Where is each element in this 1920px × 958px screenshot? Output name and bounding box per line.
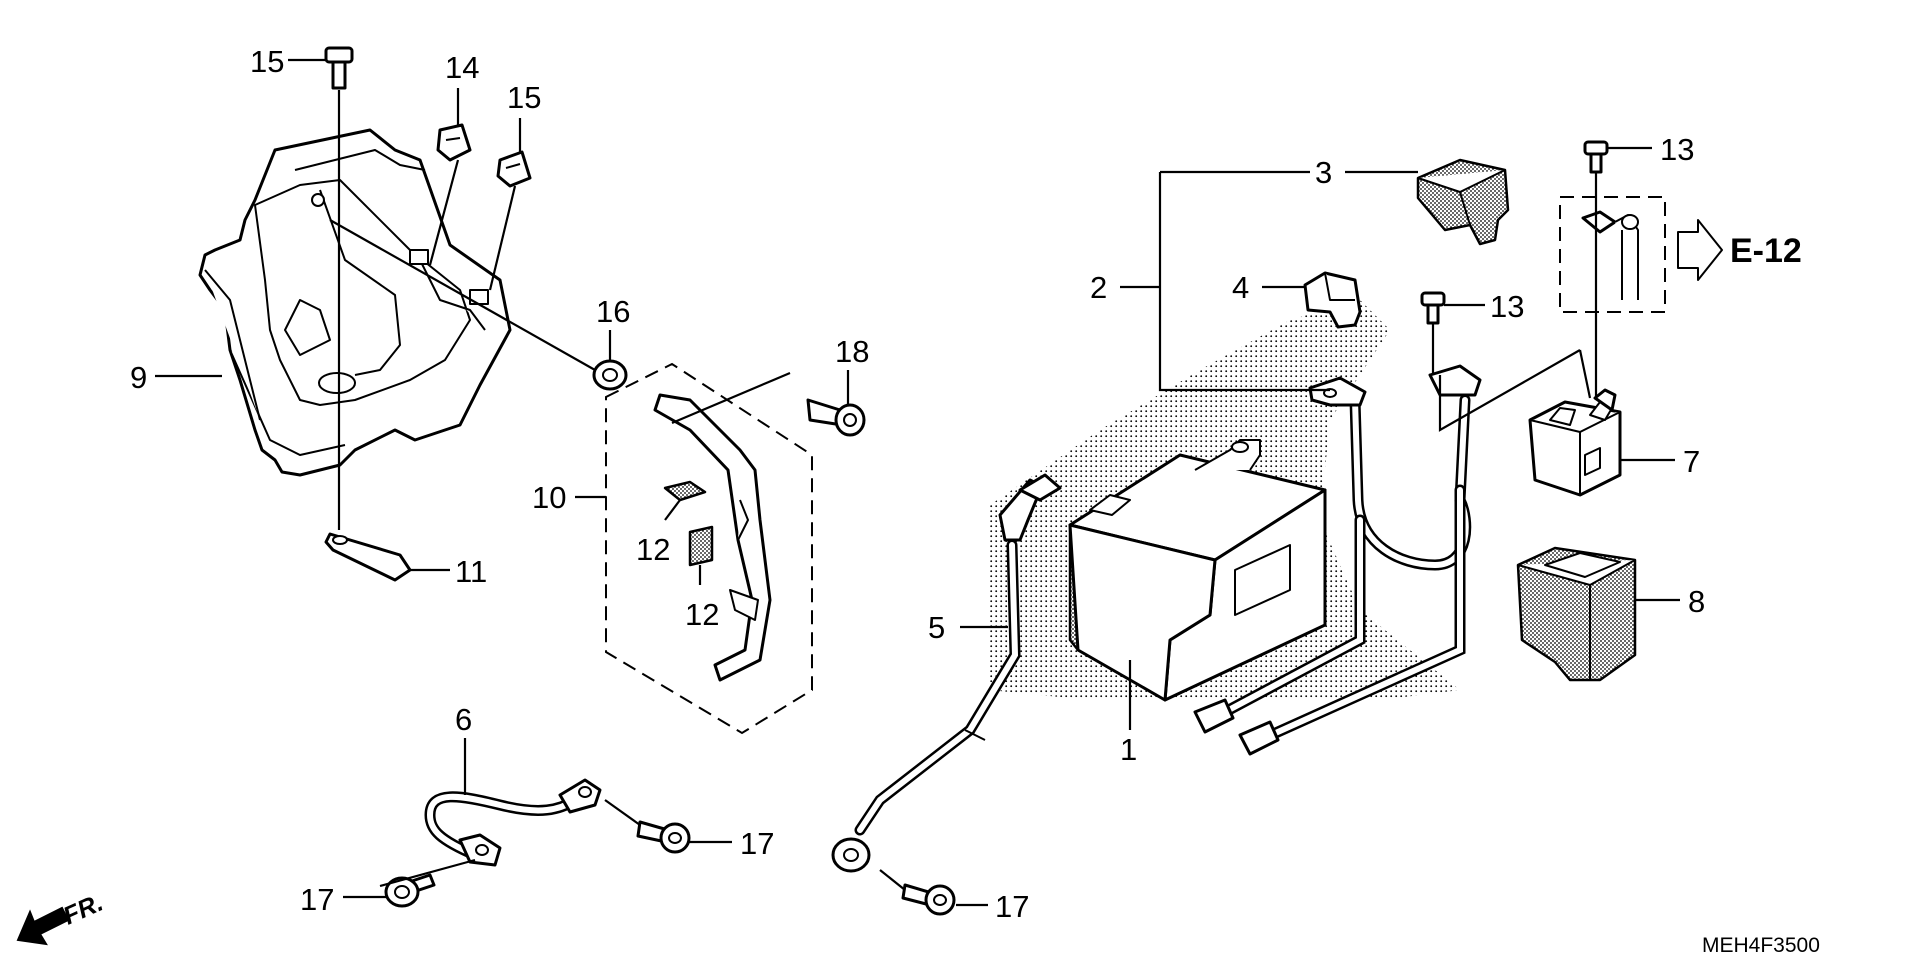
callout-11: 11 (455, 554, 487, 589)
front-direction-label: FR. (59, 889, 107, 931)
callout-5: 5 (928, 610, 945, 645)
leader-lines (155, 58, 1680, 907)
ground-cable-6 (424, 778, 602, 867)
battery-box (198, 128, 512, 477)
callout-13a: 14 (445, 50, 479, 85)
bolt-17a (636, 820, 691, 854)
callout-8: 8 (1688, 584, 1705, 619)
callout-12a: 12 (636, 532, 670, 567)
callout-14: 15 (250, 44, 284, 79)
clip-13a (436, 123, 472, 162)
callout-17b: 17 (300, 882, 334, 917)
callout-17c: 17 (995, 889, 1029, 924)
relay-boot-8 (1516, 546, 1637, 682)
callout-9: 9 (130, 360, 147, 395)
callout-16: 16 (596, 294, 630, 329)
callout-15b: 13 (1490, 289, 1524, 324)
bolt-14 (324, 46, 354, 90)
harness-cables (1193, 484, 1466, 756)
callout-15a: 13 (1660, 132, 1694, 167)
bolt-18 (806, 398, 866, 437)
bolt-15a (1583, 140, 1609, 174)
callout-13b: 15 (507, 80, 541, 115)
callout-7: 7 (1683, 444, 1700, 479)
callout-12b: 12 (685, 597, 719, 632)
callout-10: 10 (532, 480, 566, 515)
callout-18: 18 (835, 334, 869, 369)
bolt-17c (901, 883, 956, 916)
stay-11 (324, 532, 412, 582)
callout-2: 2 (1090, 270, 1107, 305)
diagram-code: MEH4F3500 (1702, 934, 1820, 957)
grommet-16 (592, 359, 628, 391)
callout-4: 4 (1232, 270, 1249, 305)
bolt-15b (1420, 291, 1446, 325)
callout-6: 6 (455, 702, 472, 737)
bolt-17b (384, 873, 436, 908)
reference-arrow-icon (1677, 219, 1723, 281)
callout-17a: 17 (740, 826, 774, 861)
starter-relay-7 (1528, 388, 1622, 497)
battery (1068, 439, 1327, 702)
front-direction-arrow-icon (16, 906, 70, 946)
negative-cable-5 (831, 473, 1062, 873)
clip-13b (496, 150, 532, 188)
e12-detail (1559, 196, 1666, 313)
callout-labels: 15 14 15 9 11 16 18 10 12 12 6 17 17 17 … (59, 44, 1820, 957)
callout-3: 3 (1315, 155, 1332, 190)
callout-1: 1 (1120, 732, 1137, 767)
reference-e12: E-12 (1730, 232, 1802, 270)
terminal-cap-4 (1303, 271, 1362, 329)
terminal-cover-3 (1416, 158, 1510, 246)
battery-holder-group (605, 362, 813, 735)
